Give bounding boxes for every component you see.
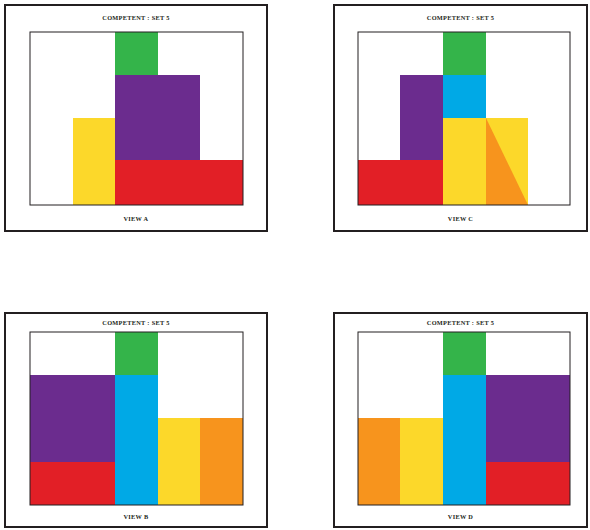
view-panel: COMPETENT : SET 5 VIEW A bbox=[4, 4, 268, 232]
view-label: VIEW D bbox=[335, 513, 586, 520]
view-panel: COMPETENT : SET 5 VIEW B bbox=[4, 312, 268, 528]
view-label: VIEW B bbox=[6, 513, 266, 520]
view-panel: COMPETENT : SET 5 VIEW C bbox=[333, 4, 588, 232]
view-c-blocks bbox=[358, 32, 570, 205]
view-label: VIEW A bbox=[6, 215, 266, 222]
panel-heading: COMPETENT : SET 5 bbox=[6, 14, 266, 21]
view-panel: COMPETENT : SET 5 VIEW D bbox=[333, 312, 588, 528]
panel-heading: COMPETENT : SET 5 bbox=[335, 319, 586, 326]
view-label: VIEW C bbox=[335, 215, 586, 222]
panel-heading: COMPETENT : SET 5 bbox=[6, 319, 266, 326]
panel-heading: COMPETENT : SET 5 bbox=[335, 14, 586, 21]
view-d-blocks bbox=[358, 332, 570, 505]
view-b-blocks bbox=[30, 332, 243, 505]
view-a-blocks bbox=[30, 32, 243, 205]
